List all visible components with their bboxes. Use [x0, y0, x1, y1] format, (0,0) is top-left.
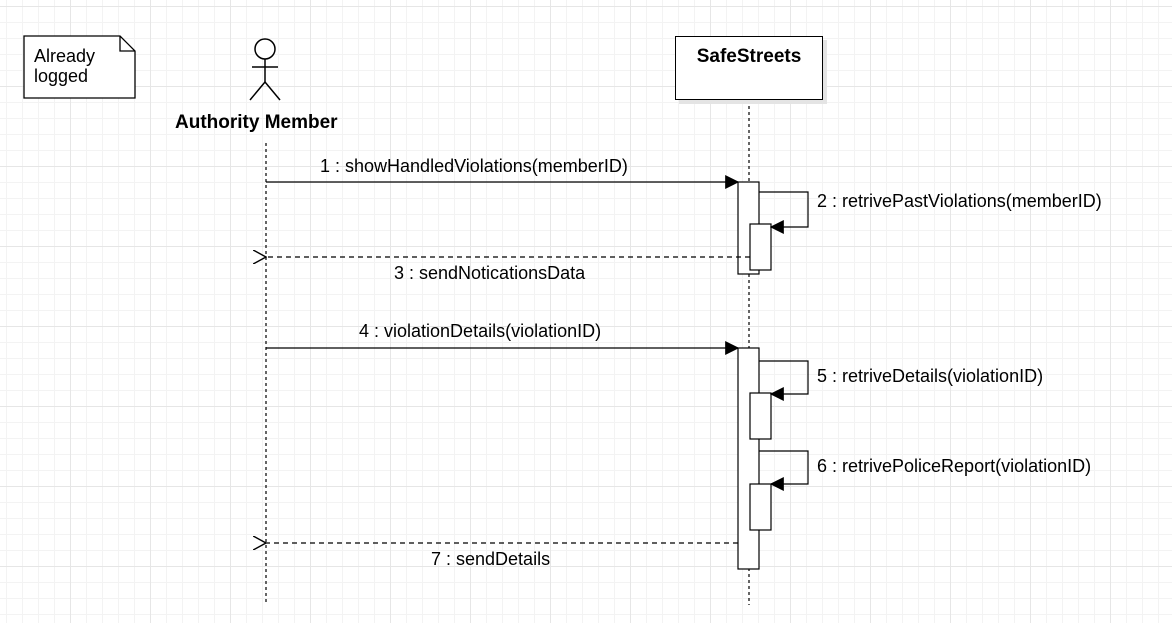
message-6-label: 6 : retrivePoliceReport(violationID): [817, 456, 1092, 476]
message-4-label: 4 : violationDetails(violationID): [359, 321, 602, 341]
message-5-label: 5 : retriveDetails(violationID): [817, 366, 1044, 386]
note-shape[interactable]: [23, 35, 136, 99]
message-3-label: 3 : sendNoticationsData: [394, 263, 586, 283]
message-7-label: 7 : sendDetails: [431, 549, 551, 569]
message-2-label: 2 : retrivePastViolations(memberID): [817, 191, 1102, 211]
activation-bar-nested[interactable]: [749, 483, 772, 531]
activation-bar[interactable]: [737, 347, 760, 570]
note-line-2: logged: [34, 66, 89, 86]
message-1-label: 1 : showHandledViolations(memberID): [320, 156, 628, 176]
actor-name-authority-member: Authority Member: [175, 112, 338, 133]
message-2-arrow[interactable]: [759, 191, 809, 234]
participant-name-safestreets: SafeStreets: [696, 46, 802, 67]
note-line-1: Already: [34, 46, 96, 66]
message-6-arrow[interactable]: [759, 450, 809, 491]
activation-bar-nested[interactable]: [749, 392, 772, 440]
participant-box-safestreets[interactable]: SafeStreets: [675, 36, 823, 100]
actor-stick-figure-icon[interactable]: [249, 38, 281, 101]
message-5-arrow[interactable]: [759, 360, 809, 401]
note-text: Already logged: [34, 46, 95, 86]
activation-bar-nested[interactable]: [749, 223, 772, 271]
